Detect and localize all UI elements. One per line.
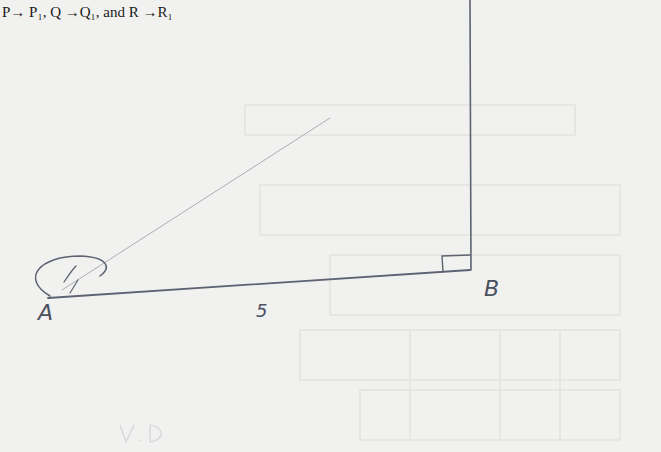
point-label: A (38, 300, 53, 325)
triangle-sketch (36, 0, 471, 298)
dimension-label: 5 (256, 300, 267, 321)
printed-text: P→ P₁, Q →Q₁, and R →R₁ (2, 4, 173, 21)
point-label: B (484, 276, 499, 301)
faint-scribble (120, 425, 161, 442)
